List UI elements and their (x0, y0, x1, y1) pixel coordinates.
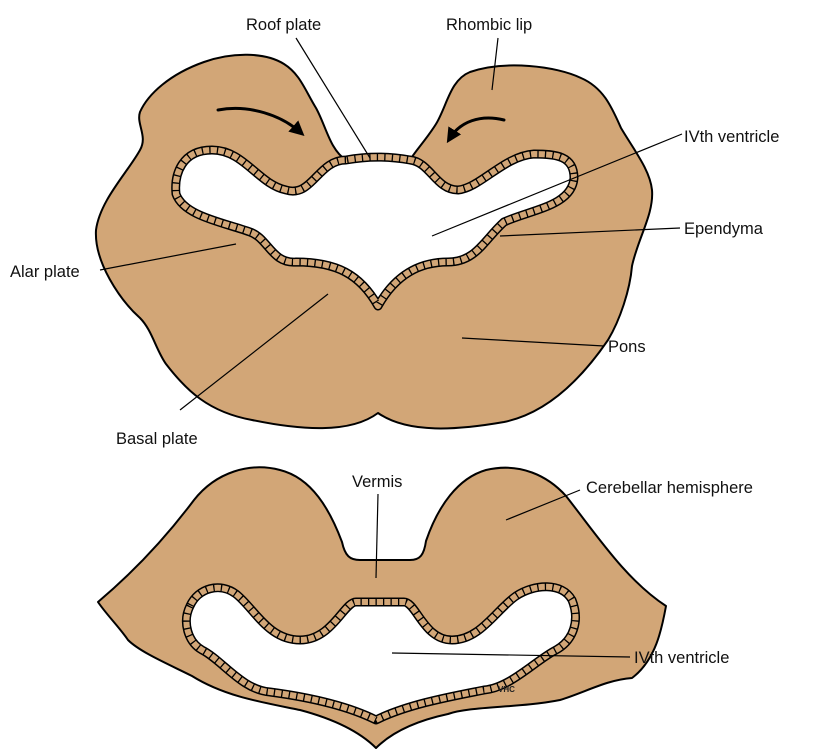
upper-section (96, 38, 682, 428)
label-rhombic-lip: Rhombic lip (446, 16, 532, 34)
label-cerebellar-hemisphere: Cerebellar hemisphere (586, 479, 753, 497)
label-ivth-ventricle-lower: IVth ventricle (634, 649, 729, 667)
label-ependyma: Ependyma (684, 220, 764, 238)
label-vermis: Vermis (352, 473, 402, 491)
artist-signature: VHC (498, 685, 515, 694)
lower-section: VHC (98, 467, 666, 748)
label-alar-plate: Alar plate (10, 263, 80, 281)
label-roof-plate: Roof plate (246, 16, 321, 34)
label-ivth-ventricle-upper: IVth ventricle (684, 128, 779, 146)
label-basal-plate: Basal plate (116, 430, 198, 448)
label-pons: Pons (608, 338, 646, 356)
